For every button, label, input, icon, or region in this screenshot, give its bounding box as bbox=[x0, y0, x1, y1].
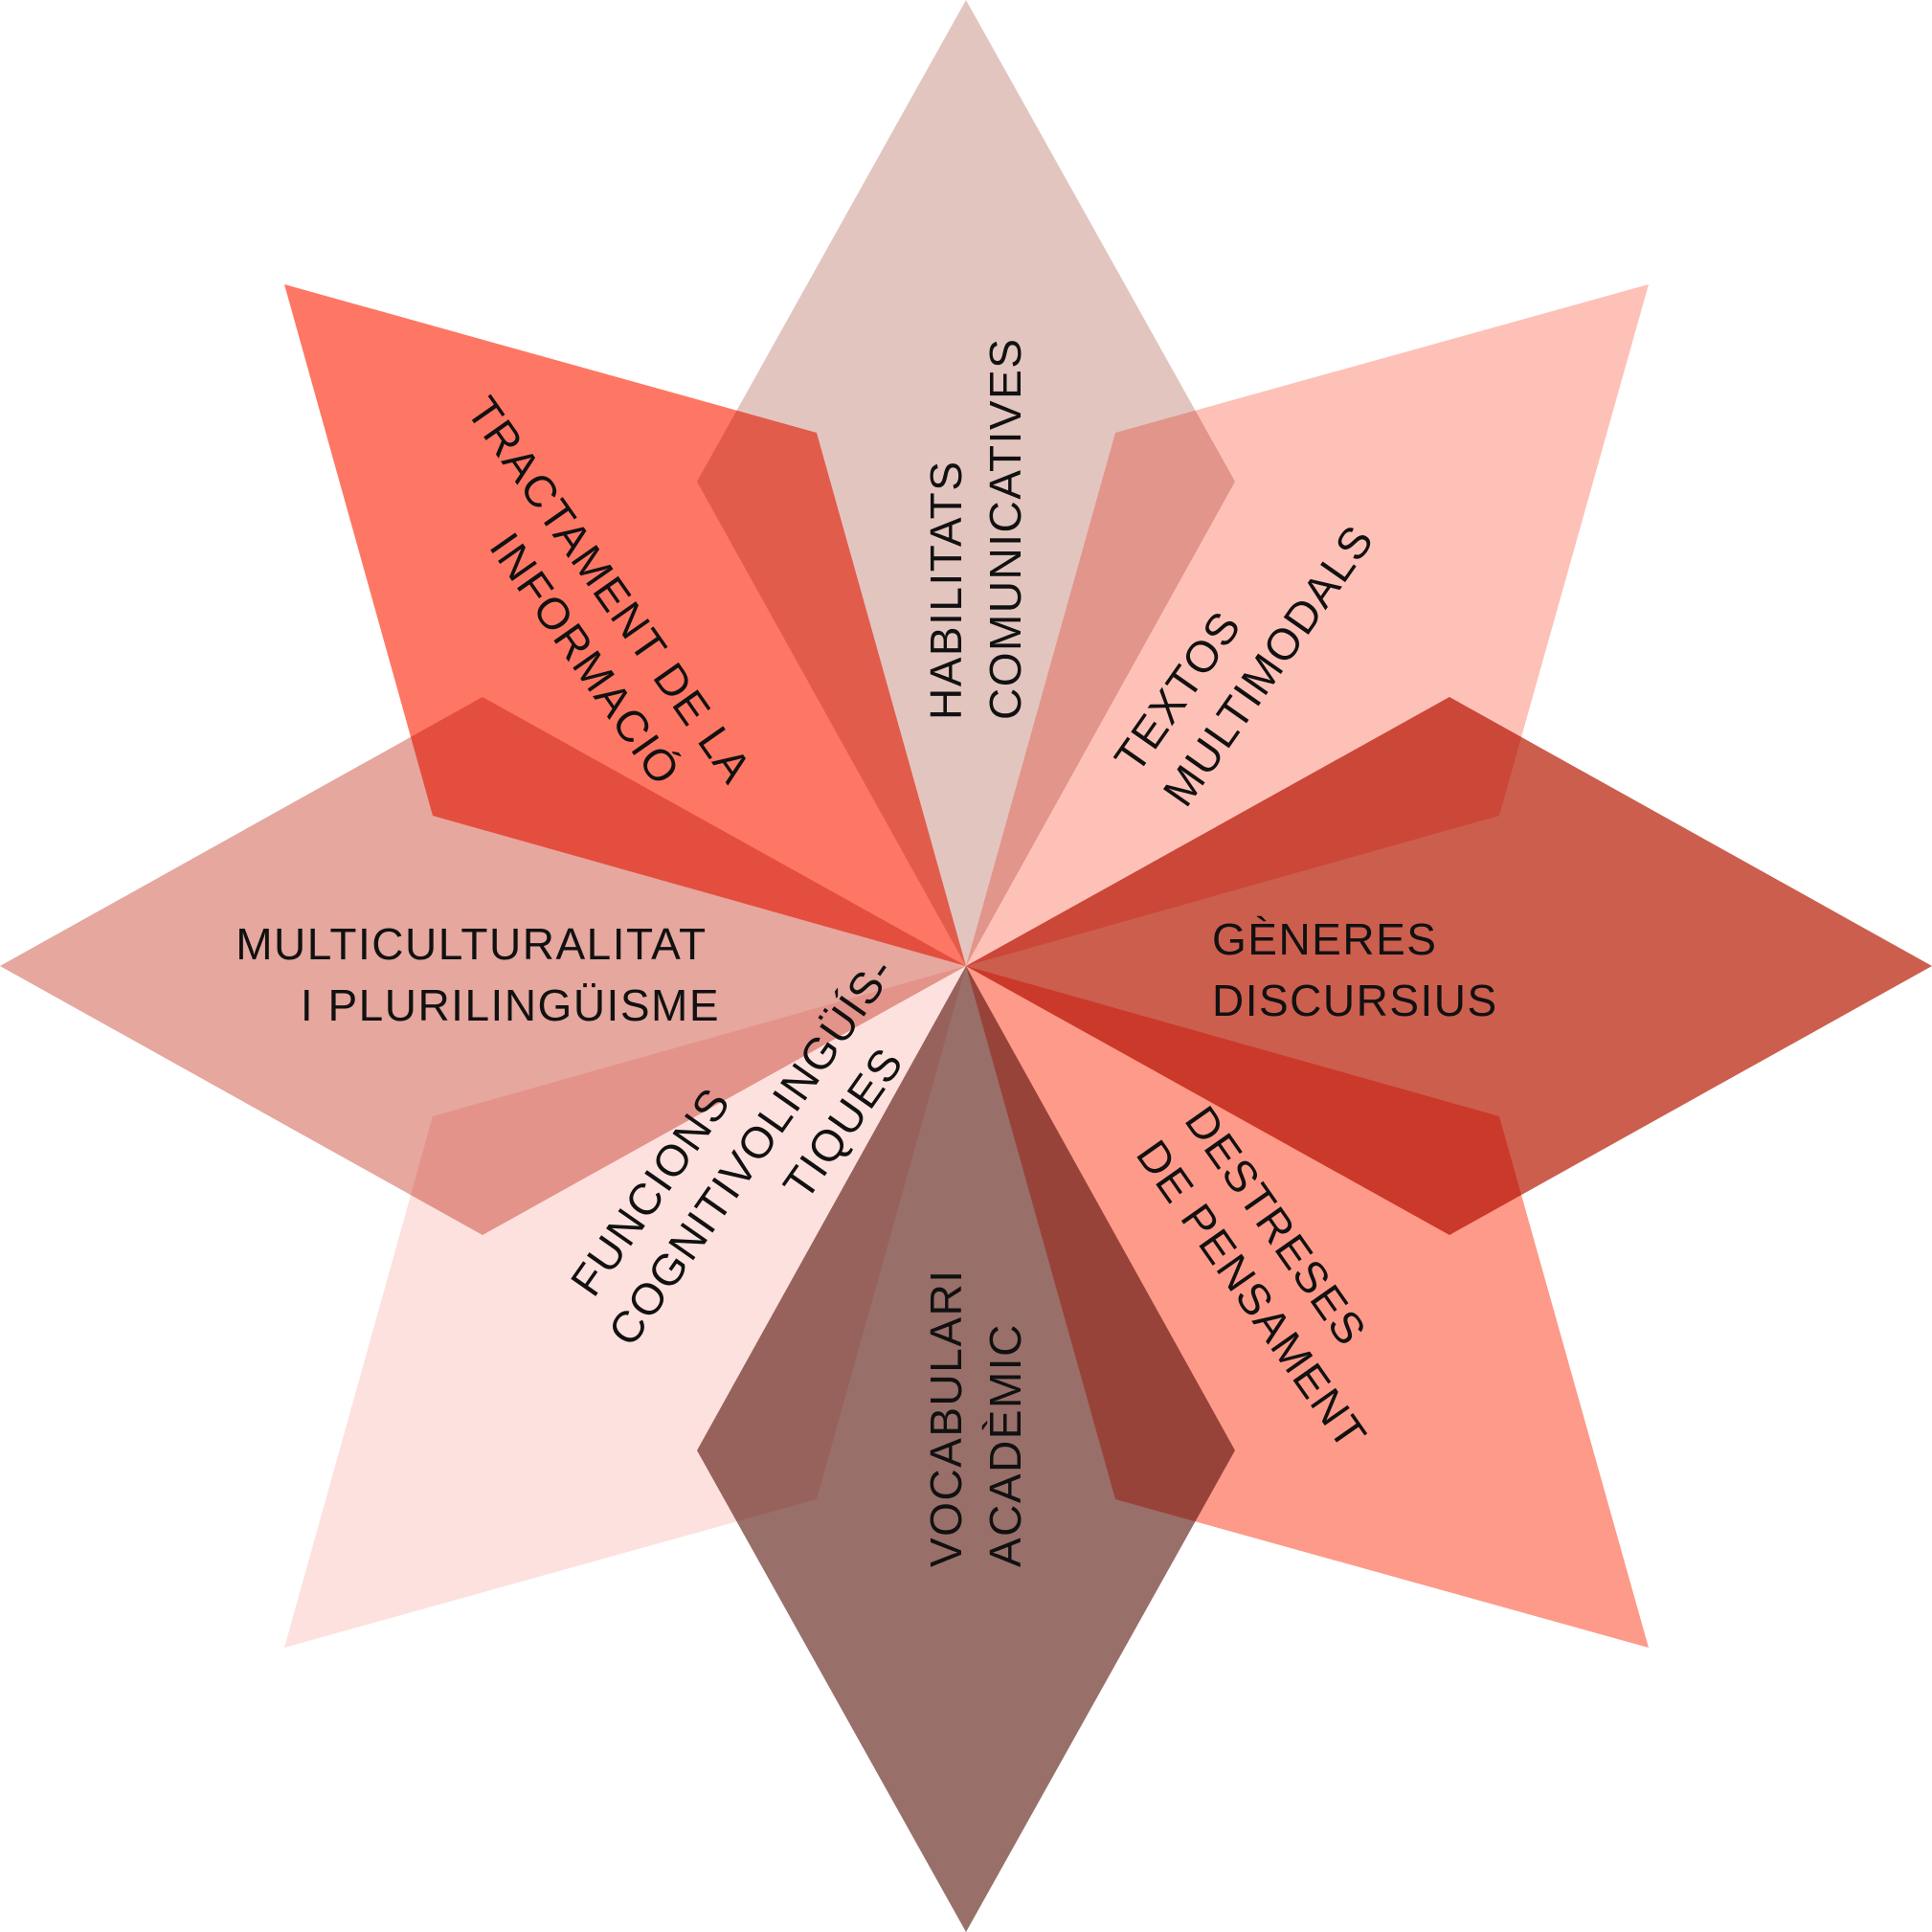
petal-tractament bbox=[284, 284, 966, 966]
label-vocabulari: VOCABULARI ACADÈMIC bbox=[921, 1255, 1030, 1567]
label-habilitats: HABILITATS COMUNICATIVES bbox=[921, 338, 1030, 720]
label-multiculturalitat-line: I PLURILINGÜISME bbox=[301, 980, 720, 1030]
petal-vocabulari bbox=[697, 966, 1235, 1932]
petal-habilitats bbox=[697, 0, 1235, 966]
label-habilitats-line: COMUNICATIVES bbox=[980, 338, 1030, 720]
label-vocabulari-line: VOCABULARI bbox=[921, 1269, 971, 1567]
label-generes-line: GÈNERES bbox=[1212, 914, 1437, 964]
label-generes: GÈNERES DISCURSIUS bbox=[1212, 914, 1498, 1025]
label-habilitats-line: HABILITATS bbox=[921, 461, 971, 720]
label-multiculturalitat: MULTICULTURALITAT I PLURILINGÜISME bbox=[236, 919, 720, 1030]
label-vocabulari-line: ACADÈMIC bbox=[980, 1323, 1030, 1567]
label-generes-line: DISCURSIUS bbox=[1212, 976, 1498, 1025]
label-multiculturalitat-line: MULTICULTURALITAT bbox=[236, 919, 707, 969]
petal-generes bbox=[966, 697, 1932, 1235]
petal-multiculturalitat bbox=[0, 697, 966, 1235]
